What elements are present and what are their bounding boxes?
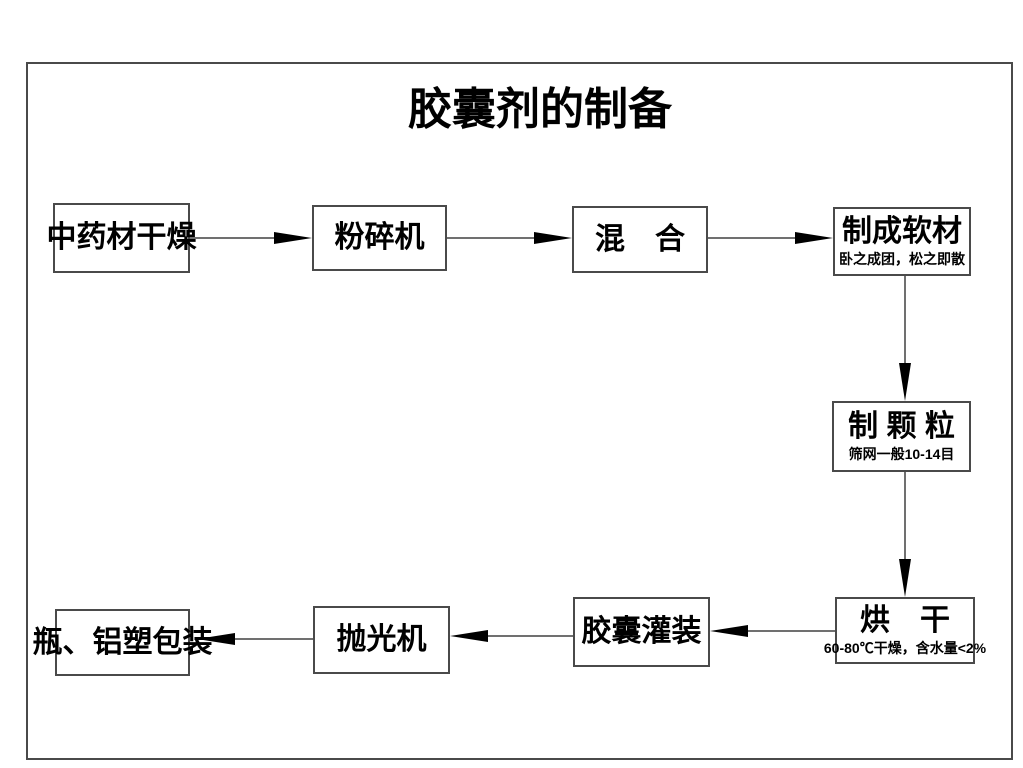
- node-soft-material: 制成软材 卧之成团，松之即散: [833, 207, 971, 276]
- node-packaging: 瓶、铝塑包装: [33, 609, 213, 676]
- arrow-left-icon: [710, 625, 748, 637]
- node-soft-material-label: 制成软材: [842, 215, 962, 249]
- arrow-line: [904, 276, 906, 363]
- node-pulverizer-label: 粉碎机: [334, 221, 425, 255]
- node-mixing: 混 合: [572, 206, 708, 273]
- node-mixing-label: 混 合: [595, 222, 685, 256]
- node-soft-material-note: 卧之成团，松之即散: [839, 250, 965, 267]
- arrow-line: [235, 638, 313, 640]
- arrow-line: [904, 472, 906, 559]
- arrow-down-icon: [899, 559, 911, 597]
- node-polishing: 抛光机: [313, 606, 450, 674]
- node-capsule-filling-label: 胶囊灌装: [581, 615, 702, 649]
- arrow-line: [190, 237, 274, 239]
- node-oven-drying-note: 60-80℃干燥，含水量<2%: [823, 639, 987, 656]
- node-herb-drying: 中药材干燥: [47, 203, 197, 273]
- node-oven-drying: 烘 干 60-80℃干燥，含水量<2%: [824, 597, 986, 664]
- arrow-line: [708, 237, 795, 239]
- diagram-title: 胶囊剂的制备: [408, 85, 672, 134]
- arrow-left-icon: [450, 630, 488, 642]
- node-granulation-label: 制 颗 粒: [848, 410, 955, 444]
- arrow-down-icon: [899, 363, 911, 401]
- arrow-line: [447, 237, 534, 239]
- node-herb-drying-label: 中药材干燥: [46, 221, 197, 255]
- node-capsule-filling: 胶囊灌装: [573, 597, 710, 667]
- arrow-right-icon: [795, 232, 833, 244]
- arrow-line: [488, 635, 573, 637]
- arrow-right-icon: [534, 232, 572, 244]
- node-granulation: 制 颗 粒 筛网一般10-14目: [832, 401, 971, 472]
- node-polishing-label: 抛光机: [336, 623, 427, 657]
- node-granulation-note: 筛网一般10-14目: [848, 445, 955, 462]
- node-oven-drying-label: 烘 干: [860, 604, 950, 638]
- arrow-left-icon: [197, 633, 235, 645]
- node-pulverizer: 粉碎机: [312, 205, 447, 271]
- arrow-line: [748, 630, 835, 632]
- node-packaging-label: 瓶、铝塑包装: [32, 625, 213, 659]
- arrow-right-icon: [274, 232, 312, 244]
